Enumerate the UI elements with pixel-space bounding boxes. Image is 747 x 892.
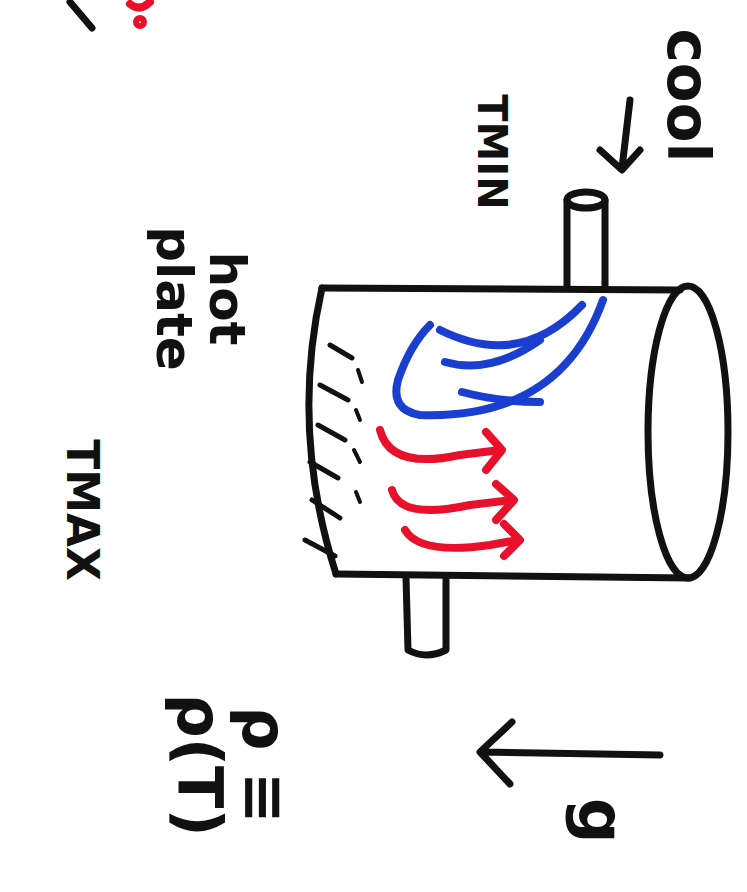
inlet-pipe [567,200,605,286]
outlet-pipe [406,578,446,655]
inlet-label: cool [658,0,719,195]
hot-plate-hatch [305,345,352,556]
cold-flow [440,305,582,345]
warm-flow [380,430,502,470]
cylinder-edge [336,574,690,578]
flow-arrow [600,100,640,170]
gravity-label: g [566,780,633,860]
temperature-label: TMIN [471,72,513,232]
cut-mark [130,2,150,8]
temperature-label: TMAX [59,410,105,610]
density-label: ρ ≡ ρ(T) [167,625,297,892]
cold-flow [445,340,540,366]
cylinder-edge [322,288,680,290]
inlet-pipe [567,192,605,208]
gravity-arrow [480,722,660,784]
warm-flow [405,524,520,556]
plate-label: hot plate [148,223,253,373]
cold-flow [396,300,603,415]
cold-flow [462,392,540,402]
warm-flow [392,484,514,520]
cut-stroke [70,2,92,28]
hot-plate-hatch [354,370,362,502]
cylinder-end [648,286,728,578]
cut-mark [137,19,143,25]
